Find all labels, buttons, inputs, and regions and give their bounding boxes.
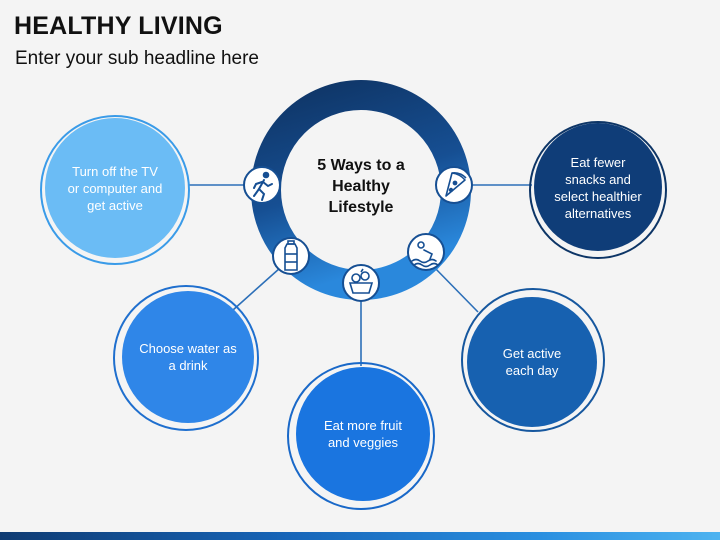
connector-active — [431, 264, 479, 313]
fruit-basket-icon — [342, 264, 380, 302]
connector-lines — [188, 184, 532, 366]
running-person-icon — [243, 166, 281, 204]
center-title: 5 Ways to a Healthy Lifestyle — [296, 155, 426, 218]
center-title-line2: Healthy — [332, 178, 390, 195]
item-label-snacks: Eat fewer snacks and select healthier al… — [554, 155, 642, 221]
page-title: HEALTHY LIVING — [14, 12, 223, 40]
pizza-slice-icon — [435, 166, 473, 204]
bubble-fruit — [287, 362, 435, 510]
item-label-active: Get active each day — [502, 346, 562, 378]
bubble-snacks — [529, 121, 667, 259]
item-label-water: Choose water as a drink — [139, 341, 237, 373]
center-title-line1: 5 Ways to a — [317, 157, 405, 174]
center-title-line3: Lifestyle — [328, 199, 394, 216]
water-bottle-icon — [272, 237, 310, 275]
bubble-active — [461, 288, 605, 432]
connector-water — [232, 267, 281, 311]
swimmer-icon — [407, 233, 445, 271]
page-subtitle: Enter your sub headline here — [15, 48, 259, 69]
item-label-fruit: Eat more fruit and veggies — [323, 418, 403, 450]
bubble-tv — [40, 115, 190, 265]
item-label-tv: Turn off the TV or computer and get acti… — [67, 163, 163, 213]
footer-gradient-bar — [0, 532, 720, 540]
bubble-water — [113, 285, 259, 431]
